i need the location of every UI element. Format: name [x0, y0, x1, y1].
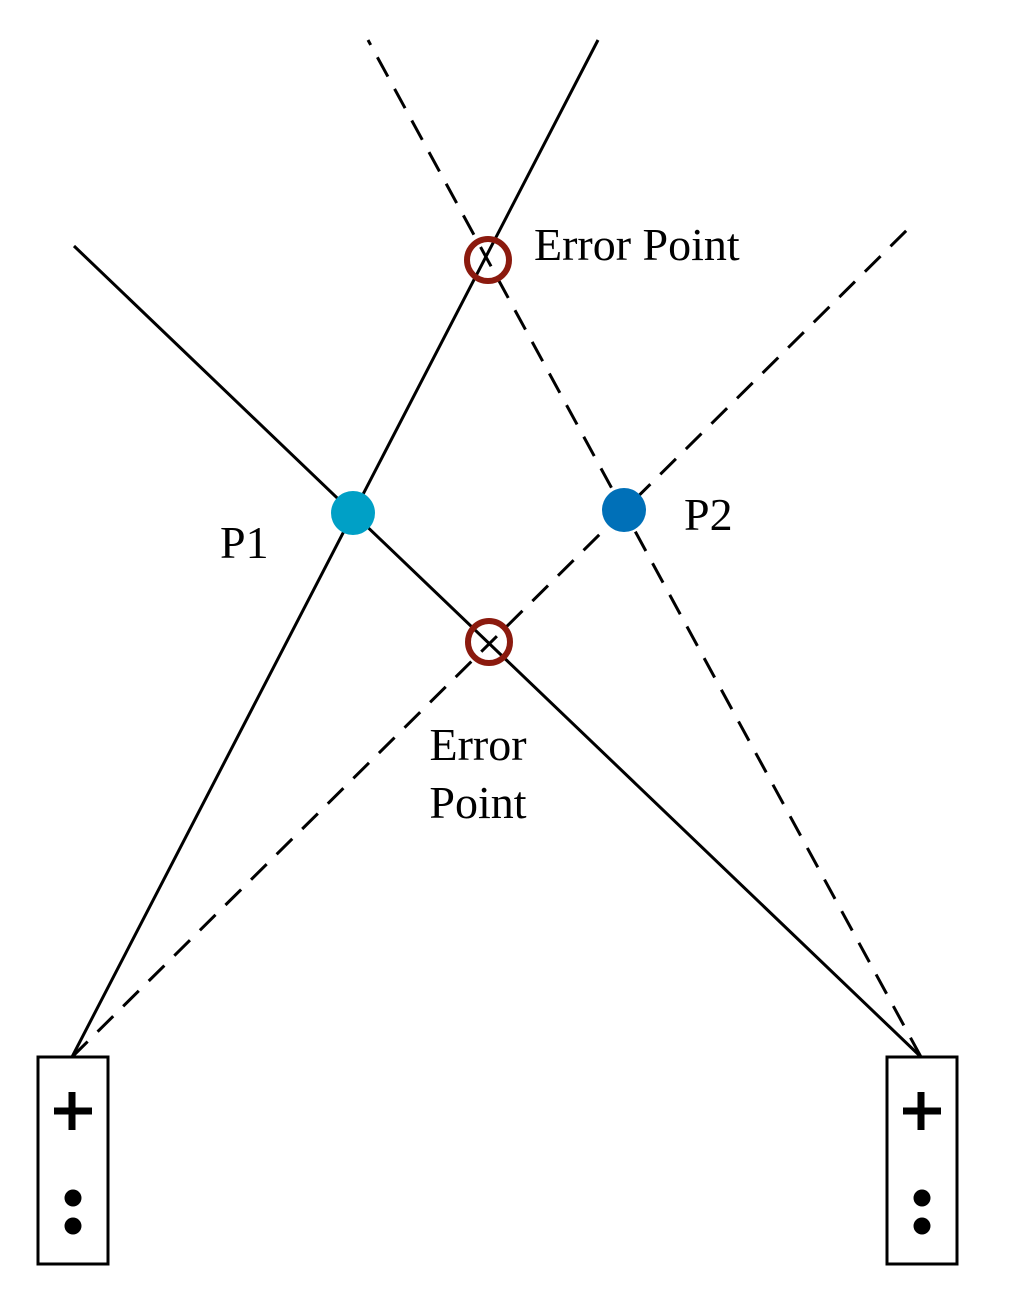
p1-label: P1: [220, 517, 269, 568]
dashed-ray-left-device: [70, 228, 909, 1059]
solid-ray-right-device: [72, 244, 923, 1059]
dashed-ray-right-device: [366, 39, 923, 1058]
error-point-label-bottom: Error Point: [418, 716, 538, 832]
right-device: [885, 1055, 959, 1266]
error-point-marker-top: [464, 236, 512, 284]
error-point-label-bottom-line1: Error: [429, 719, 527, 770]
p2-label: P2: [684, 489, 733, 540]
error-point-label-bottom-line2: Point: [429, 777, 527, 828]
solid-ray-left-device: [70, 39, 600, 1058]
point-p2: [602, 488, 646, 532]
left-device: [36, 1055, 110, 1266]
error-point-label-top: Error Point: [534, 219, 740, 270]
point-p1: [331, 491, 375, 535]
error-point-marker-bottom: [465, 618, 513, 666]
